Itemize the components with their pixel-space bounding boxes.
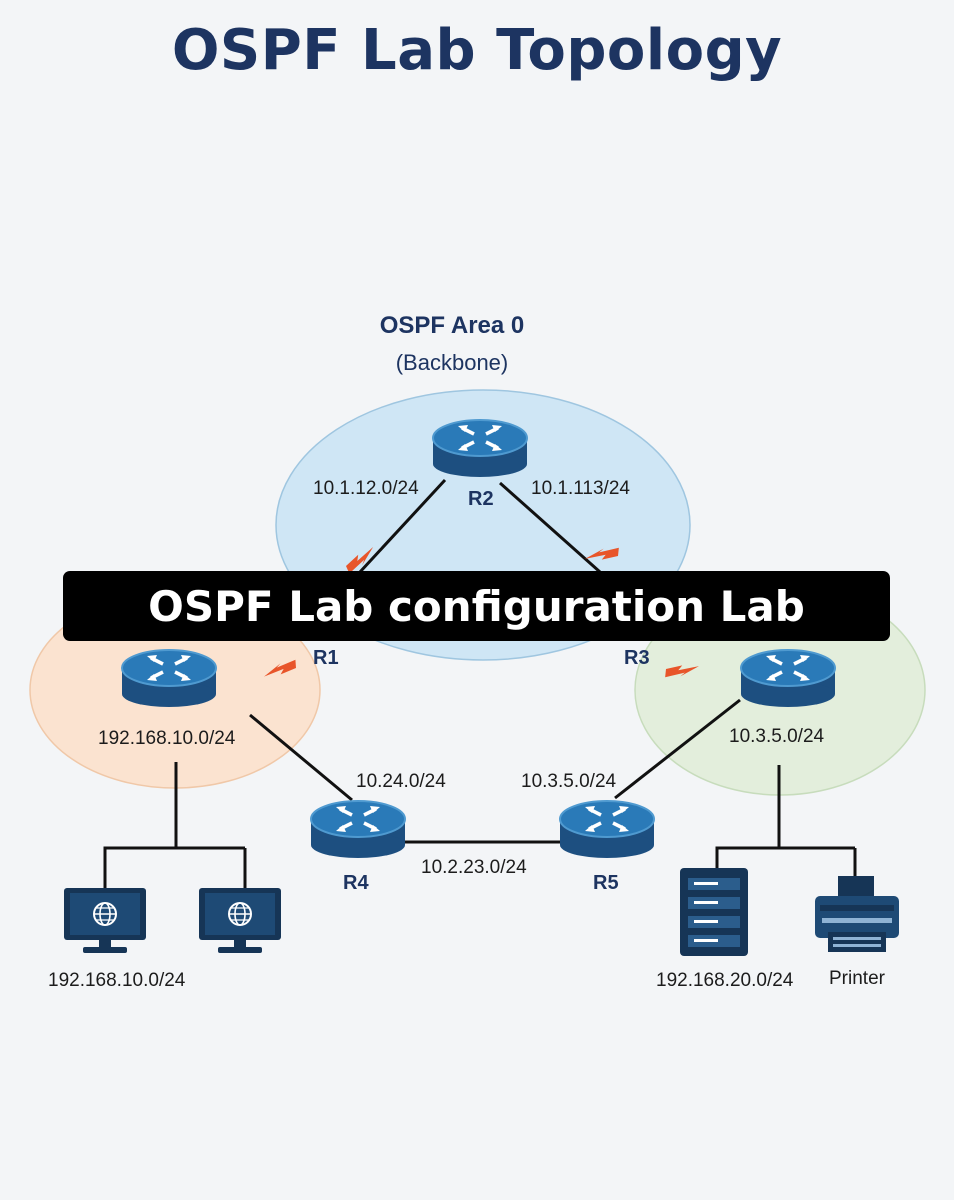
link-label-r3-r5: 10.3.5.0/24 bbox=[521, 771, 617, 792]
pcs-subnet-label: 192.168.10.0/24 bbox=[48, 970, 186, 991]
page-title: OSPF Lab Topology bbox=[171, 18, 783, 83]
links bbox=[103, 478, 857, 890]
link-label-r2-r3: 10.1.113/24 bbox=[531, 478, 630, 499]
router-r1-icon[interactable] bbox=[120, 648, 218, 709]
caption-banner: OSPF Lab configuration Lab bbox=[63, 571, 890, 641]
router-label-r1: R1 bbox=[313, 647, 339, 669]
router-r5-icon[interactable] bbox=[558, 799, 656, 860]
area-subtitle: (Backbone) bbox=[395, 350, 509, 375]
area-title: OSPF Area 0 bbox=[379, 312, 525, 339]
router-r2-icon[interactable] bbox=[431, 418, 529, 479]
router-r4-icon[interactable] bbox=[309, 799, 407, 860]
pc-monitor-icon[interactable] bbox=[198, 887, 282, 954]
printer-icon[interactable] bbox=[815, 876, 899, 952]
server-subnet-label: 192.168.20.0/24 bbox=[656, 970, 794, 991]
router-r3-icon[interactable] bbox=[739, 648, 837, 709]
router-label-r3: R3 bbox=[624, 647, 650, 669]
router-label-r5: R5 bbox=[593, 872, 619, 894]
printer-label: Printer bbox=[829, 968, 885, 989]
link-label-r1-r2: 10.1.12.0/24 bbox=[313, 478, 419, 499]
router-label-r4: R4 bbox=[343, 872, 369, 894]
router-label-r2: R2 bbox=[468, 488, 494, 510]
link-label-r1-lan: 192.168.10.0/24 bbox=[98, 728, 236, 749]
link-label-r1-r4: 10.24.0/24 bbox=[356, 771, 446, 792]
server-icon[interactable] bbox=[680, 868, 748, 956]
link-label-r3-lan: 10.3.5.0/24 bbox=[729, 726, 825, 747]
pc-monitor-icon[interactable] bbox=[63, 887, 147, 954]
link-label-r4-r5: 10.2.23.0/24 bbox=[421, 857, 527, 878]
